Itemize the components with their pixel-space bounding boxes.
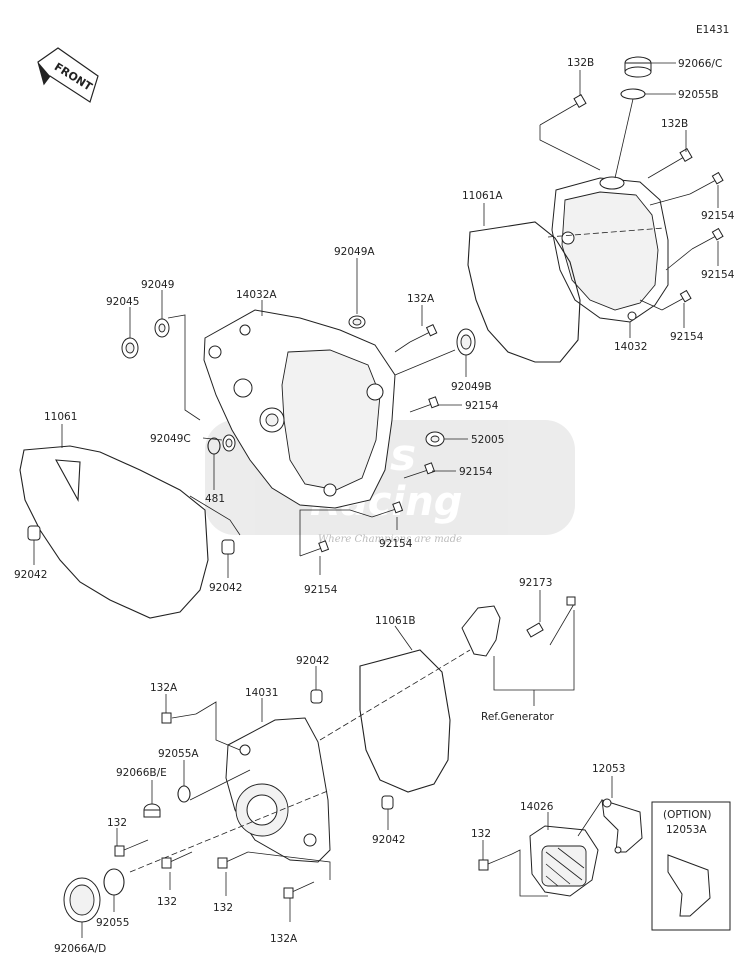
- bolt-92154-f: [371, 501, 404, 518]
- label-92049c: 92049C: [150, 433, 191, 445]
- dowel-92042-a: [27, 525, 41, 541]
- label-92066be: 92066B/E: [116, 767, 167, 779]
- bolt-132a-b: [161, 712, 197, 724]
- label-14026: 14026: [520, 801, 554, 813]
- bolt-132-c: [217, 851, 249, 869]
- label-92049b: 92049B: [451, 381, 492, 393]
- front-direction-arrow-icon: FRONT: [37, 47, 99, 103]
- o-ring-92055a: [177, 785, 191, 803]
- label-92066ad: 92066A/D: [54, 943, 106, 955]
- label-92055a: 92055A: [158, 748, 199, 760]
- reference-generator: Ref.Generator: [481, 711, 555, 723]
- o-ring-92055b: [620, 88, 646, 100]
- o-ring-92055: [103, 868, 125, 896]
- label-481: 481: [205, 493, 225, 505]
- label-132-b: 132: [157, 896, 177, 908]
- bolt-132-b: [161, 851, 193, 869]
- seal-92049b: [456, 328, 476, 356]
- label-92154-b: 92154: [701, 269, 735, 281]
- label-132a-a: 132A: [407, 293, 435, 305]
- label-92045: 92045: [106, 296, 139, 308]
- dowel-92042-b: [221, 539, 235, 555]
- bolt-92154-g: [299, 540, 330, 557]
- guard-14026: [529, 825, 599, 897]
- label-132-c: 132: [213, 902, 233, 914]
- cap-92066ad: [63, 877, 101, 923]
- label-92154-c: 92154: [670, 331, 704, 343]
- label-92154-f: 92154: [379, 538, 413, 550]
- label-92049: 92049: [141, 279, 174, 291]
- label-92154-g: 92154: [304, 584, 338, 596]
- generator-cover-14031: [225, 717, 331, 863]
- inner-cover-14032a: [203, 309, 396, 509]
- dowel-92042-c: [310, 689, 323, 704]
- label-132-a: 132: [107, 817, 127, 829]
- bolt-92154-d: [409, 396, 440, 413]
- bracket-12053: [601, 798, 643, 854]
- label-132a-c: 132A: [270, 933, 298, 945]
- label-132a-b: 132A: [150, 682, 178, 694]
- clutch-cover-14032: [551, 176, 669, 323]
- label-92042-a: 92042: [14, 569, 47, 581]
- bolt-132-a: [114, 839, 149, 857]
- label-92042-b: 92042: [209, 582, 242, 594]
- collar-52005: [425, 431, 445, 447]
- label-92154-e: 92154: [459, 466, 493, 478]
- label-11061b: 11061B: [375, 615, 416, 627]
- option-box-part: 12053A: [666, 824, 707, 836]
- gasket-11061a: [467, 221, 581, 363]
- bolt-132b-a: [539, 93, 587, 126]
- bolt-132a-a: [409, 324, 438, 343]
- bolt-132b-b: [647, 147, 693, 179]
- label-92154-d: 92154: [465, 400, 499, 412]
- label-132b-b: 132B: [661, 118, 688, 130]
- diagram-code: E1431: [696, 24, 729, 36]
- option-box-title: (OPTION): [663, 809, 711, 821]
- label-92154-a: 92154: [701, 210, 735, 222]
- label-14032a: 14032A: [236, 289, 277, 301]
- label-14031: 14031: [245, 687, 278, 699]
- bearing-92045: [121, 337, 139, 359]
- seal-92049: [154, 318, 170, 338]
- cap-92066be: [143, 803, 161, 818]
- dowel-92042-d: [381, 795, 394, 810]
- label-12053: 12053: [592, 763, 625, 775]
- gasket-11061: [19, 445, 209, 619]
- bolt-132-d: [478, 853, 513, 871]
- label-92042-c: 92042: [296, 655, 329, 667]
- label-92055b: 92055B: [678, 89, 719, 101]
- seal-92049a: [348, 315, 366, 329]
- seal-92049c: [222, 434, 236, 452]
- watermark-tagline: Where Champions are made: [318, 534, 462, 545]
- generator-bracket: [461, 596, 576, 657]
- label-92173: 92173: [519, 577, 552, 589]
- label-132-d: 132: [471, 828, 491, 840]
- label-92066c: 92066/C: [678, 58, 722, 70]
- bolt-132a-c: [283, 881, 315, 899]
- label-92042-d: 92042: [372, 834, 405, 846]
- gasket-11061b: [359, 649, 451, 793]
- bolt-92154-a: [689, 171, 724, 195]
- option-box: [651, 801, 731, 931]
- label-14032: 14032: [614, 341, 647, 353]
- label-11061: 11061: [44, 411, 77, 423]
- cap-92066c: [624, 56, 652, 78]
- label-132b-a: 132B: [567, 57, 594, 69]
- label-92055: 92055: [96, 917, 129, 929]
- label-52005: 52005: [471, 434, 504, 446]
- bolt-92154-c: [661, 289, 692, 311]
- label-92049a: 92049A: [334, 246, 375, 258]
- label-11061a: 11061A: [462, 190, 503, 202]
- bolt-92154-b: [691, 227, 724, 250]
